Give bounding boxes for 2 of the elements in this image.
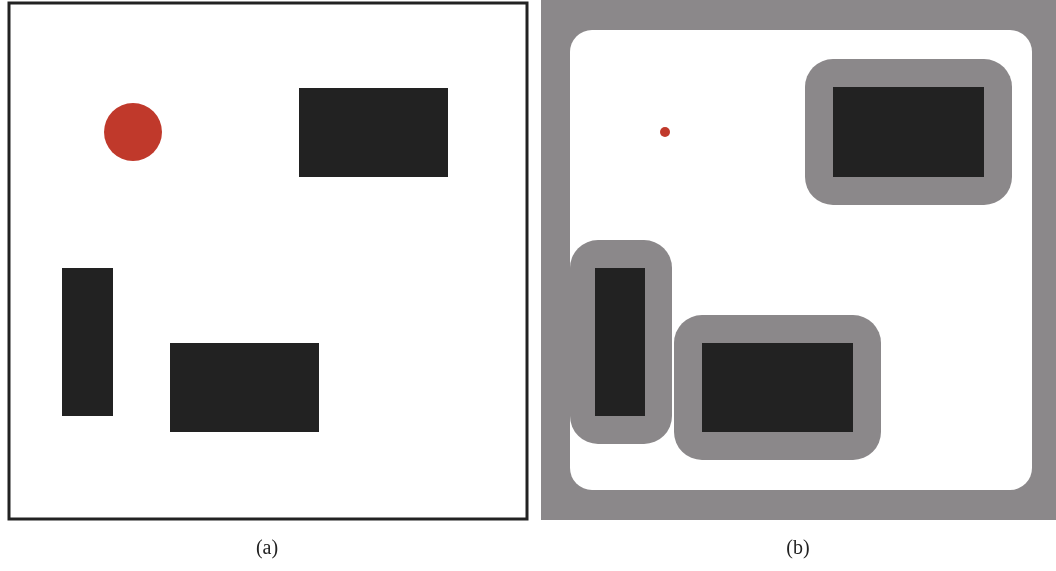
panel-label: (b) [786, 536, 810, 559]
panel-label: (a) [255, 536, 279, 559]
